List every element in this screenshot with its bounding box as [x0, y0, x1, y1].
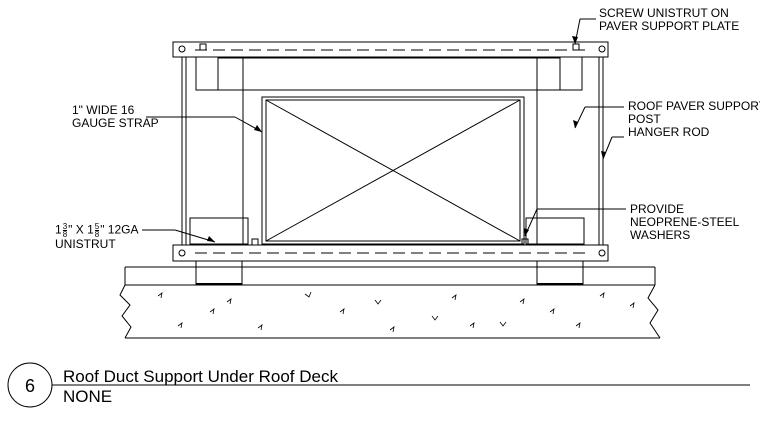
note-line: PROVIDE [630, 202, 685, 216]
note-gauge-strap: 1" WIDE 16 GAUGE STRAP [72, 104, 159, 130]
note-line: NEOPRENE-STEEL [630, 215, 740, 229]
note-line: SCREW UNISTRUT ON [599, 6, 729, 20]
note-line: HANGER ROD [628, 125, 710, 139]
duct [261, 96, 525, 245]
note-line: GAUGE STRAP [72, 116, 159, 130]
detail-scale: NONE [63, 387, 113, 406]
leader-lines [142, 18, 626, 243]
note-line: UNISTRUT [55, 237, 116, 251]
roof-deck [119, 266, 661, 339]
note-line: WASHERS [630, 228, 691, 242]
note-line: PAVER SUPPORT PLATE [599, 19, 740, 33]
note-line: POST [628, 112, 661, 126]
note-roof-paver-support-post: ROOF PAVER SUPPORT POST HANGER ROD [628, 100, 760, 139]
hanger-rod [181, 57, 604, 245]
note-washers: PROVIDE NEOPRENE-STEEL WASHERS [630, 203, 739, 242]
note-line: 1" WIDE 16 [72, 103, 135, 117]
detail-number: 6 [24, 375, 35, 396]
bottom-unistrut [172, 238, 609, 262]
note-screw-unistrut: SCREW UNISTRUT ON PAVER SUPPORT PLATE [599, 7, 739, 33]
note-line: ROOF PAVER SUPPORT [628, 99, 760, 113]
detail-title: Roof Duct Support Under Roof Deck [63, 367, 338, 386]
paver-support-post [195, 56, 583, 245]
top-unistrut [172, 41, 609, 58]
